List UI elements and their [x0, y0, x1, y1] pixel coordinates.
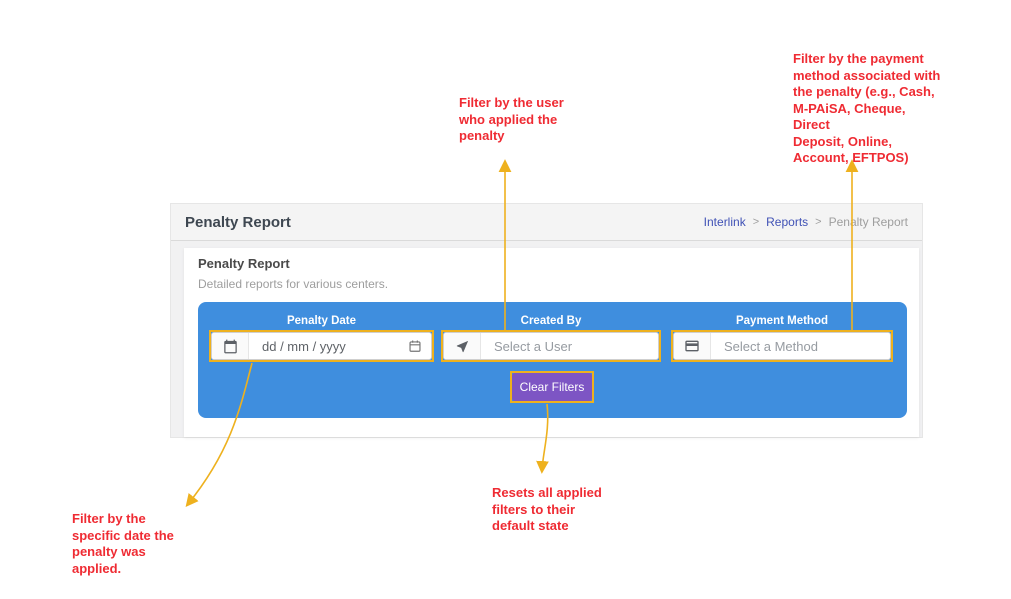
payment-method-highlight-box: Select a Method: [671, 330, 893, 362]
payment-method-select[interactable]: Select a Method: [673, 332, 891, 360]
filter-group-created-by: Created By Select a User: [441, 315, 661, 362]
breadcrumb-interlink[interactable]: Interlink: [703, 215, 746, 229]
created-by-select[interactable]: Select a User: [443, 332, 659, 360]
clear-filters-button[interactable]: Clear Filters: [512, 373, 592, 401]
report-card: Penalty Report Detailed reports for vari…: [184, 248, 919, 437]
filter-group-penalty-date: Penalty Date dd / mm / yyyy: [209, 315, 434, 362]
penalty-date-input[interactable]: dd / mm / yyyy: [211, 332, 432, 360]
datepicker-icon[interactable]: [408, 339, 422, 353]
card-title: Penalty Report: [198, 256, 290, 271]
penalty-report-window: Penalty Report Interlink > Reports > Pen…: [170, 203, 923, 438]
page-title: Penalty Report: [185, 213, 291, 231]
payment-method-label: Payment Method: [735, 315, 828, 327]
page-header: Penalty Report Interlink > Reports > Pen…: [171, 204, 922, 241]
payment-method-placeholder: Select a Method: [724, 338, 818, 354]
clear-filters-highlight-box: Clear Filters: [510, 371, 594, 403]
penalty-date-label: Penalty Date: [286, 315, 357, 327]
penalty-date-highlight-box: dd / mm / yyyy: [209, 330, 434, 362]
annotation-payment-method: Filter by the payment method associated …: [793, 51, 941, 165]
created-by-label: Created By: [520, 315, 582, 327]
created-by-placeholder: Select a User: [494, 338, 573, 354]
breadcrumb-current: Penalty Report: [828, 215, 908, 229]
filter-group-payment-method: Payment Method Select a Method: [671, 315, 893, 362]
created-by-highlight-box: Select a User: [441, 330, 661, 362]
calendar-icon: [212, 333, 249, 359]
breadcrumb-reports[interactable]: Reports: [766, 215, 809, 229]
credit-card-icon: [674, 333, 711, 359]
breadcrumb-separator-icon: >: [752, 216, 760, 228]
breadcrumb-separator-icon: >: [815, 216, 822, 228]
penalty-date-value: dd / mm / yyyy: [262, 338, 346, 354]
navigation-icon: [444, 333, 481, 359]
filter-bar: Penalty Date dd / mm / yyyy: [198, 302, 907, 418]
breadcrumb: Interlink > Reports > Penalty Report: [704, 215, 908, 229]
card-subtitle: Detailed reports for various centers.: [198, 277, 389, 291]
annotation-penalty-date: Filter by the specific date the penalty …: [72, 511, 174, 576]
annotation-clear-filters: Resets all applied filters to their defa…: [492, 485, 602, 533]
annotation-created-by: Filter by the user who applied the penal…: [459, 95, 564, 143]
